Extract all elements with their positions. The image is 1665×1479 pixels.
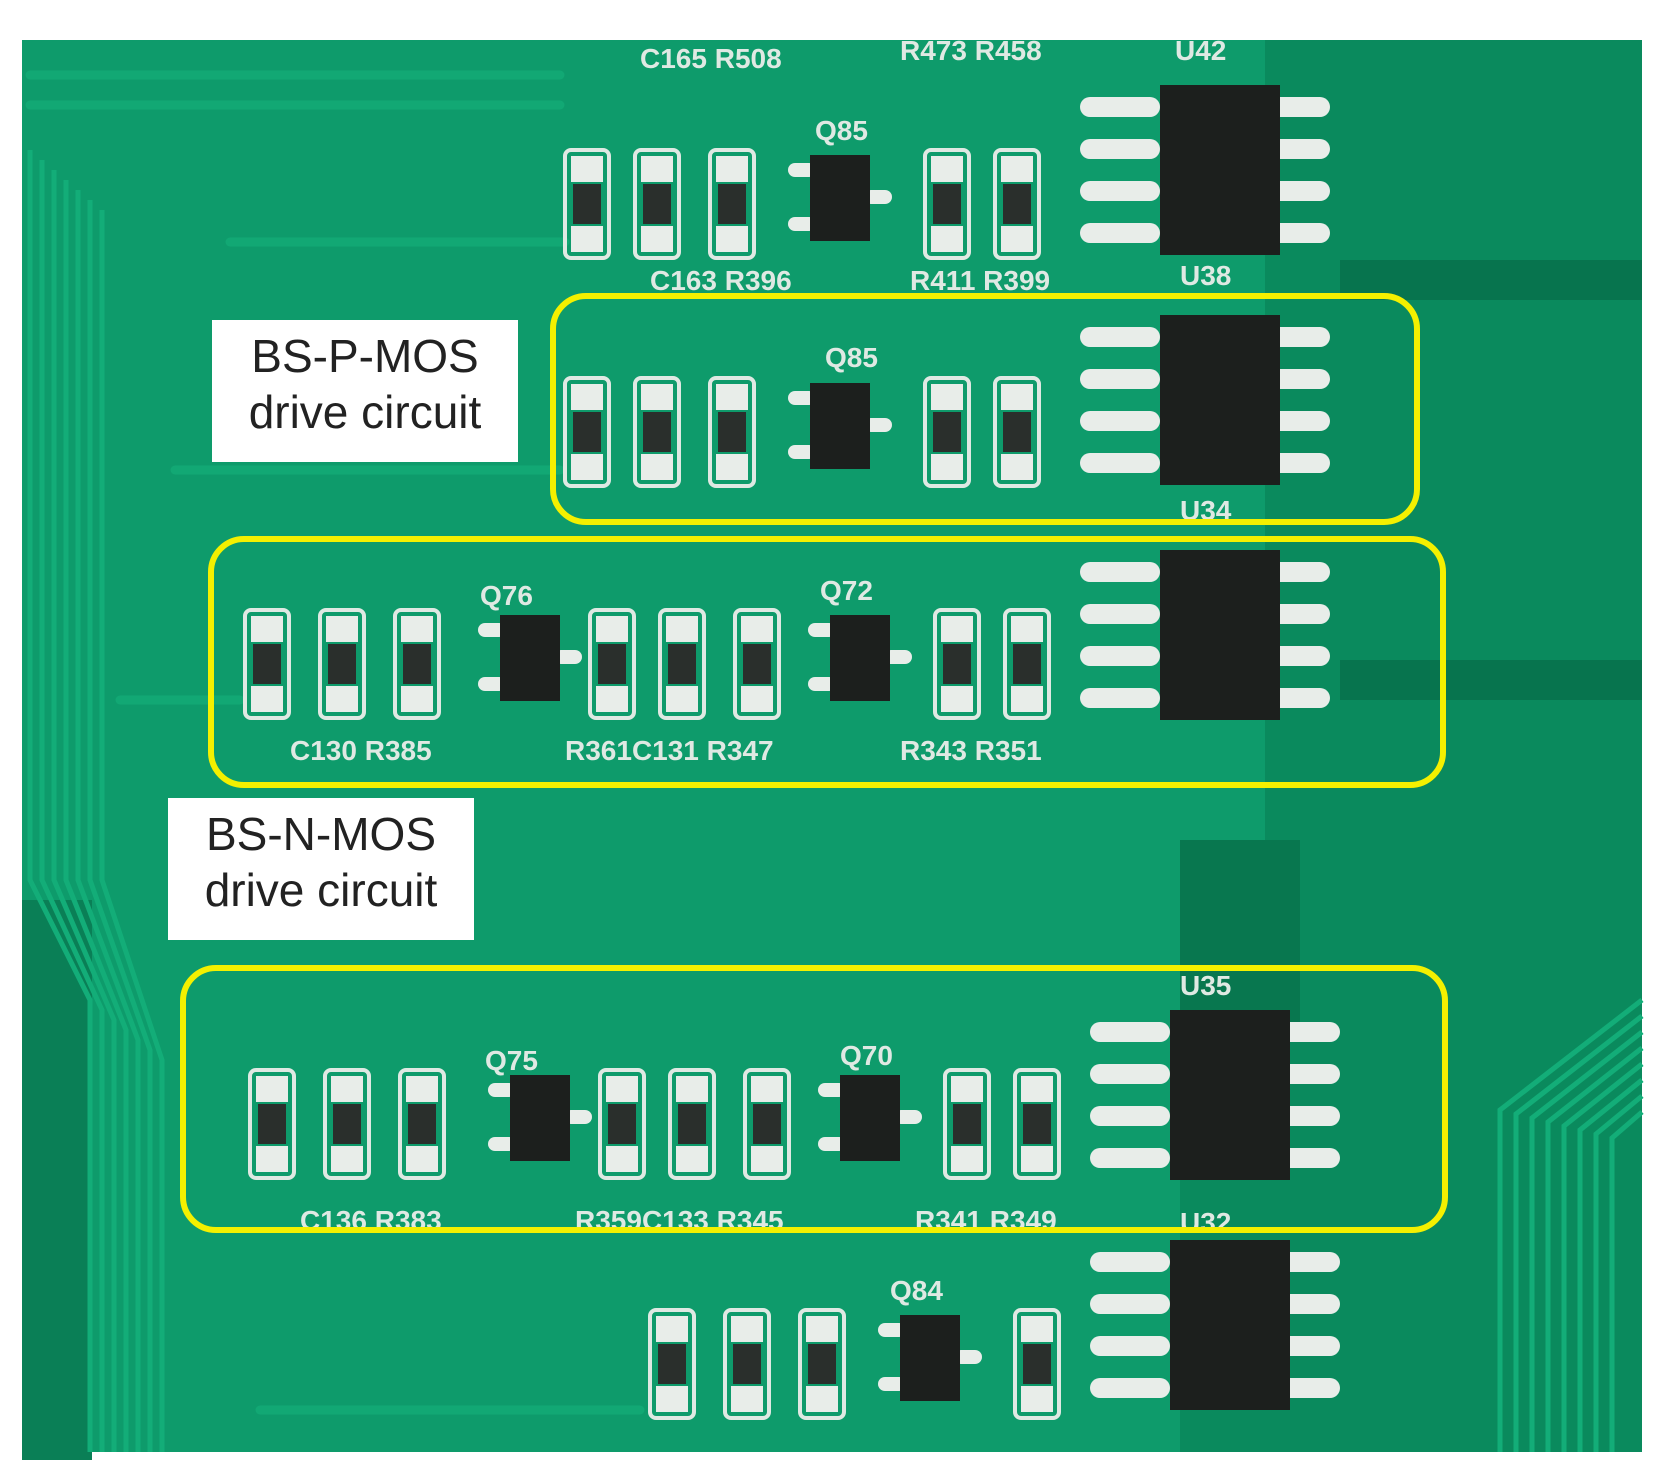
soic8-ic bbox=[1080, 315, 1330, 485]
smd-resistor bbox=[993, 148, 1041, 260]
left-traces bbox=[27, 150, 165, 1452]
smd-resistor bbox=[563, 148, 611, 260]
smd-resistor bbox=[318, 608, 366, 720]
trace-line bbox=[51, 170, 117, 1452]
smd-resistor bbox=[243, 608, 291, 720]
silkscreen-text: C130 R385 bbox=[290, 735, 432, 766]
soic8-ic bbox=[1090, 1010, 1340, 1180]
smd-resistor bbox=[708, 148, 756, 260]
sot23-transistor bbox=[818, 1075, 922, 1161]
silkscreen-text: Q75 bbox=[485, 1045, 538, 1076]
smd-resistor bbox=[933, 608, 981, 720]
trace-line bbox=[1545, 1046, 1644, 1452]
p-mos-label: BS-P-MOS drive circuit bbox=[212, 320, 518, 462]
trace-line bbox=[1497, 998, 1644, 1452]
soic8-ic bbox=[1080, 550, 1330, 720]
sot23-transistor bbox=[478, 615, 582, 701]
sot23-transistor bbox=[788, 383, 892, 469]
trace-line bbox=[27, 150, 93, 1452]
silkscreen-text: C163 R396 bbox=[650, 265, 792, 296]
smd-resistor bbox=[733, 608, 781, 720]
smd-resistor bbox=[723, 1308, 771, 1420]
sot23-transistor bbox=[788, 155, 892, 241]
smd-resistor bbox=[248, 1068, 296, 1180]
smd-resistor bbox=[598, 1068, 646, 1180]
trace-line bbox=[1529, 1030, 1644, 1452]
smd-resistor bbox=[1013, 1308, 1061, 1420]
silkscreen-text: Q72 bbox=[820, 575, 873, 606]
silkscreen-text: Q85 bbox=[815, 115, 868, 146]
trace-line bbox=[1513, 1014, 1644, 1452]
smd-resistor bbox=[923, 148, 971, 260]
trace-line bbox=[87, 200, 153, 1452]
soic8-ic bbox=[1080, 85, 1330, 255]
right-traces bbox=[1497, 998, 1644, 1452]
trace-line bbox=[1561, 1062, 1644, 1452]
trace-line bbox=[39, 160, 105, 1452]
components bbox=[243, 85, 1340, 1420]
trace-line bbox=[1609, 1110, 1644, 1452]
smd-resistor bbox=[648, 1308, 696, 1420]
smd-resistor bbox=[633, 376, 681, 488]
smd-resistor bbox=[798, 1308, 846, 1420]
smd-resistor bbox=[943, 1068, 991, 1180]
sot23-transistor bbox=[878, 1315, 982, 1401]
smd-resistor bbox=[323, 1068, 371, 1180]
smd-resistor bbox=[658, 608, 706, 720]
smd-resistor bbox=[708, 376, 756, 488]
trace-line bbox=[99, 210, 165, 1452]
sot23-transistor bbox=[808, 615, 912, 701]
smd-resistor bbox=[743, 1068, 791, 1180]
trace-line bbox=[1593, 1094, 1644, 1452]
silkscreen-text: U42 bbox=[1175, 35, 1226, 66]
silkscreen-text: R343 R351 bbox=[900, 735, 1042, 766]
highlight-box-n-mos-upper bbox=[208, 536, 1446, 788]
silkscreen-text: Q76 bbox=[480, 580, 533, 611]
silkscreen-text: U35 bbox=[1180, 970, 1231, 1001]
smd-resistor bbox=[398, 1068, 446, 1180]
highlight-box-n-mos-lower bbox=[180, 965, 1448, 1233]
silkscreen-text: R361C131 R347 bbox=[565, 735, 774, 766]
trace-line bbox=[1577, 1078, 1644, 1452]
smd-resistor bbox=[563, 376, 611, 488]
smd-resistor bbox=[633, 148, 681, 260]
silkscreen-text: Q84 bbox=[890, 1275, 943, 1306]
sot23-transistor bbox=[488, 1075, 592, 1161]
silkscreen-text: Q85 bbox=[825, 342, 878, 373]
p-mos-label-line1: BS-P-MOS bbox=[251, 330, 479, 382]
n-mos-label: BS-N-MOS drive circuit bbox=[168, 798, 474, 940]
smd-resistor bbox=[393, 608, 441, 720]
silkscreen-text: C165 R508 bbox=[640, 43, 782, 74]
silkscreen-text: R473 R458 bbox=[900, 35, 1042, 66]
smd-resistor bbox=[1003, 608, 1051, 720]
n-mos-label-line2: drive circuit bbox=[204, 864, 438, 916]
p-mos-label-line2: drive circuit bbox=[248, 386, 482, 438]
highlight-box-p-mos bbox=[550, 293, 1420, 525]
smd-resistor bbox=[668, 1068, 716, 1180]
signal-traces bbox=[25, 70, 645, 1415]
smd-resistor bbox=[1013, 1068, 1061, 1180]
smd-resistor bbox=[923, 376, 971, 488]
copper-pour bbox=[1180, 40, 1642, 1452]
trace-line bbox=[75, 190, 141, 1452]
silkscreen-text: R411 R399 bbox=[910, 265, 1050, 296]
n-mos-label-line1: BS-N-MOS bbox=[206, 808, 436, 860]
smd-resistor bbox=[588, 608, 636, 720]
silkscreen-text: Q70 bbox=[840, 1040, 893, 1071]
smd-resistor bbox=[993, 376, 1041, 488]
soic8-ic bbox=[1090, 1240, 1340, 1410]
silkscreen-text: U38 bbox=[1180, 260, 1231, 291]
trace-line bbox=[63, 180, 129, 1452]
